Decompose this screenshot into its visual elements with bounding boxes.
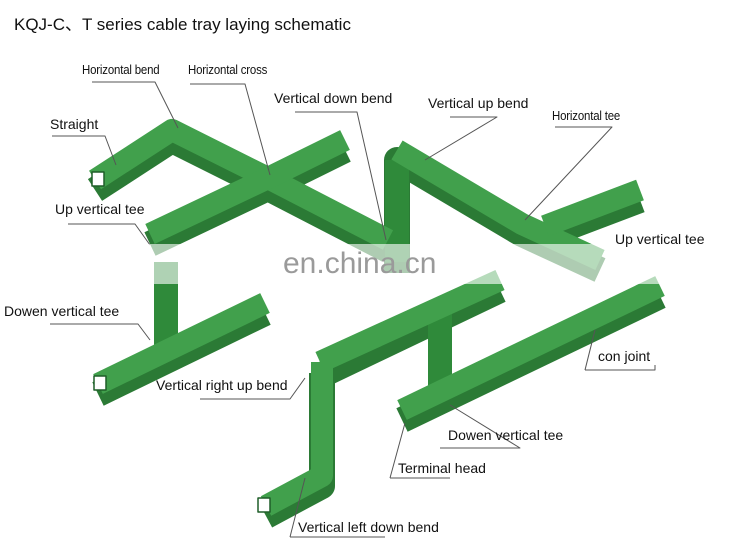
- leader-dowen-vertical-tee-left: [50, 323, 151, 341]
- label-vertical-up-bend: Vertical up bend: [428, 95, 529, 111]
- label-up-vertical-tee-right: Up vertical tee: [615, 231, 705, 247]
- label-straight: Straight: [50, 116, 99, 132]
- watermark-band: [80, 244, 720, 284]
- leader-con-joint: [585, 365, 656, 371]
- tray-open-end: [93, 375, 107, 391]
- watermark: en.china.cn: [283, 247, 437, 280]
- label-horizontal-cross: Horizontal cross: [188, 62, 268, 77]
- label-dowen-vertical-tee-left: Dowen vertical tee: [4, 303, 120, 319]
- diagram-title: KQJ-C、T series cable tray laying schemat…: [14, 15, 351, 34]
- tray-horizontal-cross: [145, 130, 350, 244]
- leader-vertical-right-up-bend: [200, 377, 306, 400]
- leader-con-joint-2: [584, 329, 596, 371]
- tray-open-end: [91, 171, 105, 187]
- leader-vertical-up-bend: [424, 116, 498, 161]
- label-up-vertical-tee-left: Up vertical tee: [55, 201, 145, 217]
- leader-vertical-left-down-bend-2: [289, 477, 306, 538]
- label-horizontal-tee: Horizontal tee: [552, 108, 621, 123]
- label-terminal-head: Terminal head: [398, 460, 486, 476]
- tray-left-lower: [93, 293, 270, 394]
- leader-horizontal-cross: [190, 83, 271, 176]
- tray-middle-vertical: [260, 362, 333, 516]
- label-vertical-down-bend: Vertical down bend: [274, 90, 393, 106]
- leader-horizontal-tee: [524, 126, 613, 221]
- label-vertical-left-down-bend: Vertical left down bend: [298, 519, 439, 535]
- tray-straight-bend: [89, 119, 394, 250]
- tray-middle-upper: [315, 269, 505, 373]
- label-con-joint: con joint: [598, 348, 651, 364]
- label-vertical-right-up-bend: Vertical right up bend: [156, 377, 288, 393]
- leader-horizontal-bend: [92, 81, 179, 129]
- tray-right-lower: [397, 276, 665, 420]
- label-dowen-vertical-tee-right: Dowen vertical tee: [448, 427, 564, 443]
- tray-open-end: [257, 497, 271, 513]
- leader-vertical-down-bend: [295, 111, 387, 241]
- label-horizontal-bend: Horizontal bend: [82, 62, 160, 77]
- leader-terminal-head-2: [389, 422, 406, 479]
- leader-up-vertical-tee: [68, 223, 151, 246]
- tray-horizontal-tee-branch: [541, 179, 644, 237]
- leader-straight: [52, 135, 117, 166]
- leader-dowen-vertical-tee-right: [440, 404, 521, 449]
